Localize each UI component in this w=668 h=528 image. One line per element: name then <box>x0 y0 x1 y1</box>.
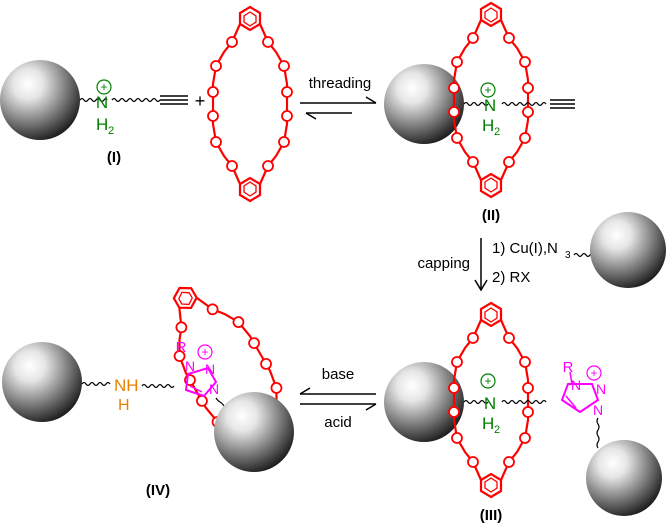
r-group-label: R <box>563 359 574 376</box>
stopper-ball-2 <box>384 64 464 144</box>
amine-h-label: H <box>118 397 130 414</box>
charge-circle <box>480 373 496 389</box>
alkyne-2 <box>550 99 575 109</box>
axle-linker-1b <box>111 97 161 103</box>
charge-circle <box>96 79 112 95</box>
nitrogen-label: N <box>209 381 219 397</box>
crown-ether-free <box>206 5 294 203</box>
compound-label-III: (III) <box>480 507 503 524</box>
triazole-linker-3 <box>596 417 600 449</box>
charge-sign: + <box>100 80 107 94</box>
ammonium-group-2: + N H 2 <box>480 82 500 138</box>
nitrogen-label: N <box>484 96 496 115</box>
stopper-ball-6 <box>214 392 294 472</box>
threading-equilibrium-arrows <box>300 96 377 120</box>
acid-label: acid <box>324 414 352 431</box>
axle-linker-3a <box>463 399 489 405</box>
capping-step-2: 2) RX <box>492 269 530 286</box>
charge-sign: + <box>484 374 491 388</box>
ammonium-group-1: + N H 2 <box>96 79 114 137</box>
axle-linker-2a <box>463 101 489 107</box>
axle-linker-4b <box>141 383 175 389</box>
nitrogen-label: N <box>96 93 108 112</box>
charge-circle <box>586 365 602 381</box>
alkyne-1 <box>160 95 188 105</box>
capping-step-1-subscript: 3 <box>565 250 571 261</box>
triazolium-ring-3: R N N N + <box>560 359 606 418</box>
hydrogen-label: H <box>96 115 108 134</box>
nitrogen-label: N <box>185 358 195 374</box>
stopper-ball-azide <box>590 212 666 288</box>
hydrogen-subscript: 2 <box>494 126 500 138</box>
charge-circle <box>197 344 213 360</box>
hydrogen-label: H <box>482 414 494 433</box>
plus-sign: + <box>195 91 206 111</box>
hydrogen-subscript: 2 <box>494 424 500 436</box>
charge-sign: + <box>484 83 491 97</box>
r-group-label: R <box>176 339 187 356</box>
stopper-ball-5 <box>2 342 82 422</box>
base-label: base <box>322 366 355 383</box>
capping-label: capping <box>417 255 470 272</box>
acid-base-equilibrium-arrows <box>299 387 377 411</box>
amine-nh-label: NH <box>114 376 139 395</box>
stopper-ball-1 <box>0 60 80 140</box>
stopper-ball-3 <box>384 362 464 442</box>
nitrogen-label: N <box>571 377 581 393</box>
capping-arrow <box>474 238 488 292</box>
axle-linker-4a <box>81 381 111 387</box>
threading-label: threading <box>309 75 372 92</box>
axle-linker-1a <box>79 97 108 103</box>
amine-group: NH H <box>114 376 139 414</box>
capping-step-1: 1) Cu(I),N <box>492 240 558 257</box>
compound-label-II: (II) <box>482 207 500 224</box>
charge-sign: + <box>590 366 597 380</box>
axle-linker-2b <box>501 101 547 107</box>
hydrogen-label: H <box>482 116 494 135</box>
ammonium-group-3: + N H 2 <box>480 373 500 436</box>
charge-sign: + <box>201 345 208 359</box>
axle-linker-3b <box>501 399 547 405</box>
nitrogen-label: N <box>205 361 215 377</box>
charge-circle <box>480 82 496 98</box>
hydrogen-subscript: 2 <box>108 125 114 137</box>
compound-label-IV: (IV) <box>146 482 170 499</box>
nitrogen-label: N <box>593 402 603 418</box>
compound-label-I: (I) <box>107 149 121 166</box>
nitrogen-label: N <box>596 381 606 397</box>
triazolium-ring-4: R N N N + <box>176 339 219 398</box>
triazole-linker-4 <box>215 397 225 407</box>
nitrogen-label: N <box>484 394 496 413</box>
stopper-ball-4 <box>586 440 662 516</box>
